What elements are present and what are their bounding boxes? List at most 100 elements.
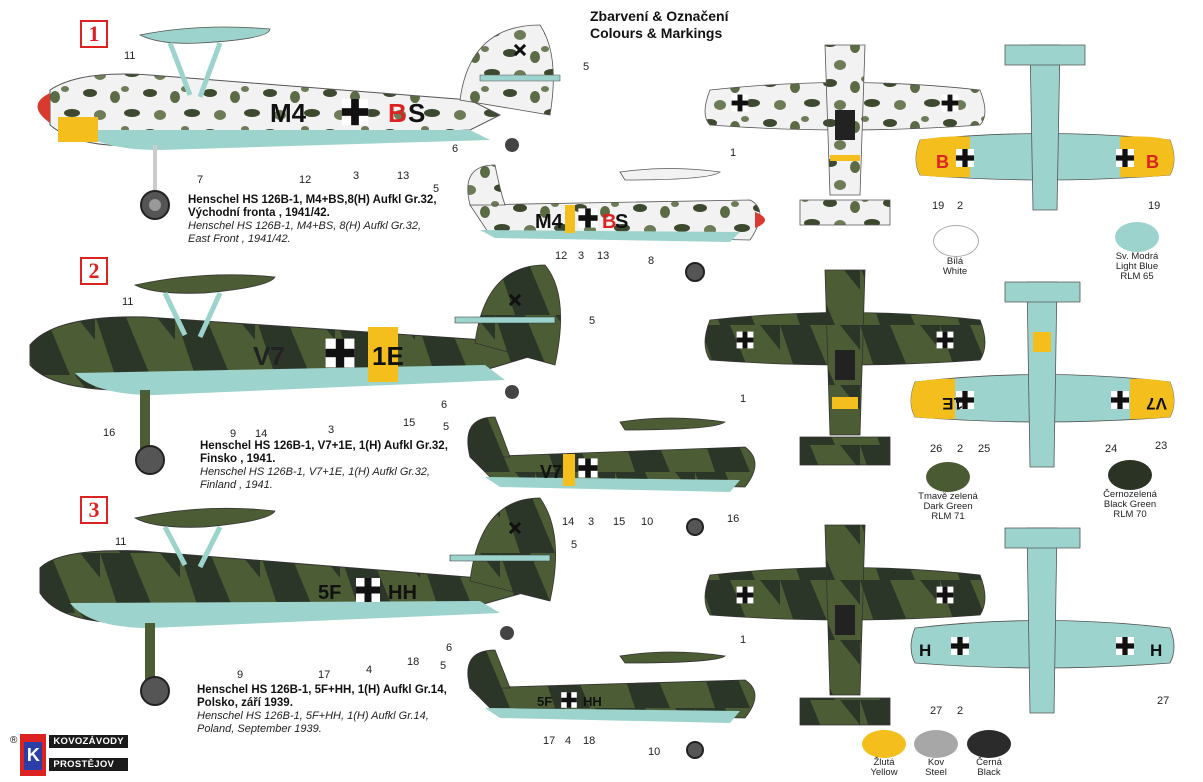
s3-callout: 6: [446, 642, 453, 654]
s1-small-callout: 8: [648, 255, 655, 267]
swatch-black-label-2: Black: [977, 767, 1001, 778]
s3-caption-en-1: Henschel HS 126B-1, 5F+HH, 1(H) Aufkl Gr…: [197, 710, 429, 722]
swatch-yellow-chip: [862, 730, 906, 758]
s1-callout: 11: [124, 50, 136, 62]
scheme3-side-profile: 5F HH: [39, 497, 557, 706]
scheme1-small-profile: M4 B S: [467, 164, 765, 282]
s1-small-code-right-a: B: [602, 211, 616, 233]
swatch-light-blue-label-1: Sv. Modrá: [1115, 251, 1159, 262]
registered-mark: ®: [10, 735, 18, 746]
scheme2-small-profile: V7: [467, 416, 756, 536]
s3-small-callout: 18: [583, 735, 596, 747]
logo-text: KOVOZÁVODY PROSTĚJOV: [49, 735, 128, 771]
s3-under-callout: 27: [930, 705, 943, 717]
s1-callout: 3: [353, 170, 360, 182]
scheme1-side-profile: M4 B S: [37, 24, 561, 220]
s2-under-callout: 2: [957, 443, 964, 455]
swatch-white: Bílá White: [933, 225, 979, 277]
s2-under-callout: 23: [1155, 440, 1168, 452]
s2-under-code-left: 1E: [942, 394, 963, 413]
s2-top-callout: 1: [740, 393, 747, 405]
scheme3-top-view: [704, 524, 986, 726]
s2-small-callout: 5: [443, 421, 450, 433]
s1-callout: 13: [397, 170, 410, 182]
s1-caption-cz-2: Východní fronta , 1941/42.: [188, 207, 330, 219]
s1-callout: 6: [452, 143, 459, 155]
s2-under-callout: 25: [978, 443, 991, 455]
s3-under-callout: 27: [1157, 695, 1170, 707]
s1-caption: Henschel HS 126B-1, M4+BS,8(H) Aufkl Gr.…: [188, 194, 437, 246]
s3-caption-cz-2: Polsko, září 1939.: [197, 697, 293, 709]
swatch-steel-chip: [914, 730, 958, 758]
s2-small-callout: 14: [562, 516, 575, 528]
s3-callout: 4: [366, 664, 373, 676]
s3-caption: Henschel HS 126B-1, 5F+HH, 1(H) Aufkl Gr…: [197, 684, 447, 736]
scheme2-side-profile: V7 1E: [29, 264, 562, 475]
swatch-dark-green-label-1: Tmavě zelená: [918, 491, 978, 502]
scheme-badge-1: 1: [80, 20, 108, 48]
s1-code-left: M4: [270, 98, 307, 128]
brand-logo: ® K KOVOZÁVODY PROSTĚJOV: [10, 734, 128, 776]
s3-small-callout: 5: [440, 660, 447, 672]
swatch-dark-green-label-2: Dark Green: [923, 501, 973, 512]
s3-small-callout: 17: [543, 735, 556, 747]
s2-small-callout: 16: [727, 513, 740, 525]
s1-callout: 5: [583, 61, 590, 73]
swatch-yellow-label-1: Žlutá: [873, 757, 895, 768]
s2-caption-cz-2: Finsko , 1941.: [200, 453, 276, 465]
logo-line-1: KOVOZÁVODY: [49, 735, 128, 748]
s1-small-callout: 3: [578, 250, 585, 262]
swatch-light-blue-label-2: Light Blue: [1115, 261, 1159, 272]
s1-caption-en-2: East Front , 1941/42.: [188, 233, 291, 245]
s2-callout: 5: [589, 315, 596, 327]
s2-callout: 16: [103, 427, 116, 439]
swatch-steel-label-2: Steel: [925, 767, 947, 778]
scheme3-underside: H H: [910, 527, 1175, 714]
s1-small-callout: 12: [555, 250, 568, 262]
swatch-dark-green: Tmavě zelená Dark Green RLM 71: [918, 462, 978, 522]
s2-caption-en-2: Finland , 1941.: [200, 479, 273, 491]
scheme2-underside: 1E V7: [910, 281, 1175, 468]
s2-code-left: V7: [253, 341, 285, 371]
s3-small-callout: 4: [565, 735, 572, 747]
s3-small-callout: 10: [648, 746, 661, 758]
s3-callout: 17: [318, 669, 331, 681]
s1-under-callout: 19: [932, 200, 945, 212]
logo-mark-letter: K: [26, 744, 40, 765]
scheme2-top-view: [704, 269, 986, 466]
s3-callout: 5: [571, 539, 578, 551]
scheme1-top-view: [704, 44, 986, 226]
swatch-white-chip: [933, 225, 979, 257]
s3-under-code-left: H: [919, 641, 931, 660]
s1-small-code-right-b: S: [615, 211, 628, 233]
s1-code-right-a: B: [388, 98, 407, 128]
scheme3-small-profile: 5F HH: [467, 649, 756, 759]
s3-code-left: 5F: [318, 582, 341, 604]
s1-under-code-right: B: [1146, 152, 1159, 172]
swatch-dark-green-label-3: RLM 71: [931, 511, 965, 522]
s3-caption-cz-1: Henschel HS 126B-1, 5F+HH, 1(H) Aufkl Gr…: [197, 684, 447, 696]
s2-small-callout: 10: [641, 516, 654, 528]
swatch-light-blue-label-3: RLM 65: [1120, 271, 1154, 282]
logo-mark: K: [20, 734, 47, 776]
swatch-steel: Kov Steel: [910, 730, 962, 778]
swatch-yellow-label-2: Yellow: [870, 767, 898, 778]
s2-under-callout: 24: [1105, 443, 1118, 455]
s2-callout: 6: [441, 399, 448, 411]
s2-caption-en-1: Henschel HS 126B-1, V7+1E, 1(H) Aufkl Gr…: [200, 466, 430, 478]
s3-callout: 11: [115, 536, 127, 548]
s2-under-callout: 26: [930, 443, 943, 455]
swatch-yellow: Žlutá Yellow: [858, 730, 910, 778]
s1-under-code-left: B: [936, 152, 949, 172]
s3-code-right: HH: [388, 582, 417, 604]
s2-caption: Henschel HS 126B-1, V7+1E, 1(H) Aufkl Gr…: [200, 440, 448, 492]
s2-small-callout: 3: [588, 516, 595, 528]
swatch-white-label-1: Bílá: [946, 256, 964, 267]
s3-small-code-left: 5F: [537, 694, 552, 709]
s3-under-callout: 2: [957, 705, 964, 717]
s3-callout: 18: [407, 656, 420, 668]
swatch-dark-green-chip: [926, 462, 970, 492]
swatch-light-blue: Sv. Modrá Light Blue RLM 65: [1112, 222, 1162, 282]
swatch-white-label-2: White: [942, 266, 968, 277]
s1-callout: 7: [197, 174, 204, 186]
